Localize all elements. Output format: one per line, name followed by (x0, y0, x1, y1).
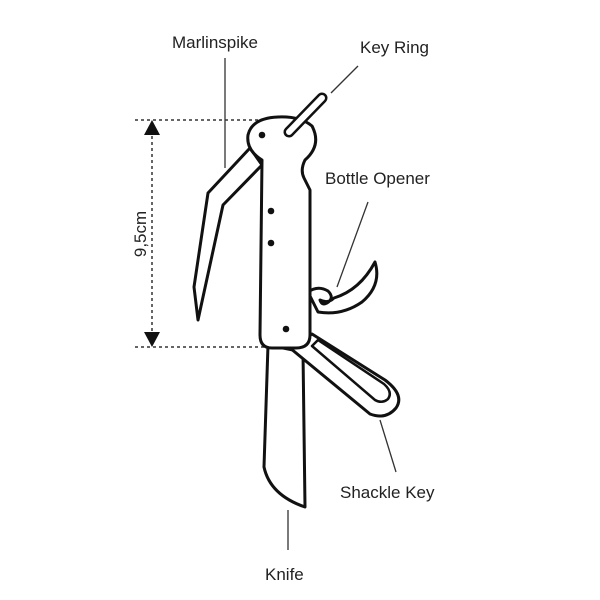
rivet (258, 131, 266, 139)
dimension-label: 9,5cm (131, 211, 150, 257)
key-ring-label: Key Ring (360, 38, 429, 57)
knife-handle (246, 115, 318, 350)
arrow-up-icon (144, 120, 160, 135)
shackle-key-leader (379, 419, 397, 473)
rivet (282, 325, 290, 333)
rivet (267, 207, 275, 215)
bottle-opener (306, 260, 379, 315)
shackle-key (288, 332, 401, 418)
key-ring-leader (330, 65, 359, 94)
knife-label: Knife (265, 565, 304, 584)
dimension-indicator: 9,5cm (131, 119, 270, 348)
bottle-opener-leader (336, 201, 369, 288)
arrow-down-icon (144, 332, 160, 347)
knife-blade (262, 343, 307, 509)
rivet (267, 239, 275, 247)
shackle-key-label: Shackle Key (340, 483, 435, 502)
bottle-opener-label: Bottle Opener (325, 169, 430, 188)
marlinspike (192, 146, 264, 322)
marlinspike-label: Marlinspike (172, 33, 258, 52)
